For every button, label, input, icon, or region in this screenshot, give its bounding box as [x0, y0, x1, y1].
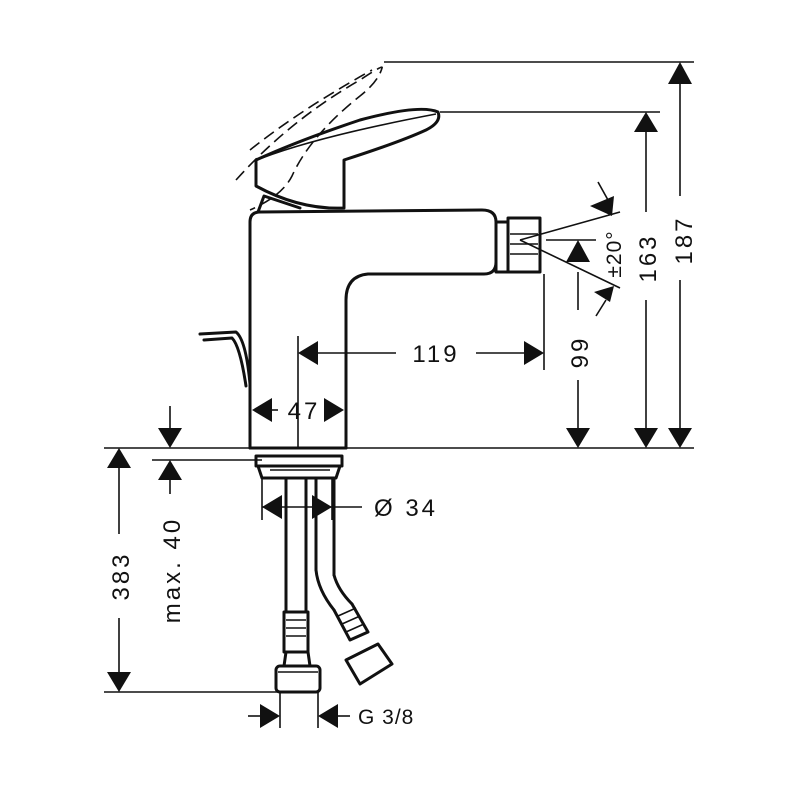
handle-open-position — [235, 66, 383, 211]
aerator-outlet — [494, 216, 542, 274]
dimension-99-label: 99 — [567, 336, 594, 369]
dimension-187-label: 187 — [671, 215, 698, 264]
mounting-base-and-hoses — [254, 454, 394, 694]
dimension-connection-thread-label: G 3/8 — [358, 706, 414, 729]
dimension-jet-angle-label: ±20° — [603, 230, 626, 277]
dimension-163: 163 — [634, 112, 662, 448]
dimension-163-label: 163 — [635, 233, 662, 282]
dimension-99: 99 — [566, 240, 594, 448]
dimension-383: 383 — [107, 448, 135, 692]
dimension-connection-thread: G 3/8 — [248, 692, 414, 729]
dimension-thread-diameter: Ø 34 — [261, 478, 438, 522]
dimension-max-40: max. 40 — [158, 406, 186, 623]
faucet-outline — [198, 107, 498, 450]
dimension-47: 47 — [252, 398, 344, 425]
dimension-max-40-label: max. 40 — [159, 517, 186, 623]
dimension-187: 187 — [668, 62, 698, 448]
dimension-119-label: 119 — [412, 341, 459, 368]
dimension-thread-diameter-label: Ø 34 — [374, 495, 438, 522]
dimension-383-label: 383 — [108, 551, 135, 600]
dimension-119: 119 — [297, 274, 545, 448]
dimension-jet-angle: ±20° — [519, 181, 626, 317]
dimension-47-label: 47 — [288, 398, 321, 425]
